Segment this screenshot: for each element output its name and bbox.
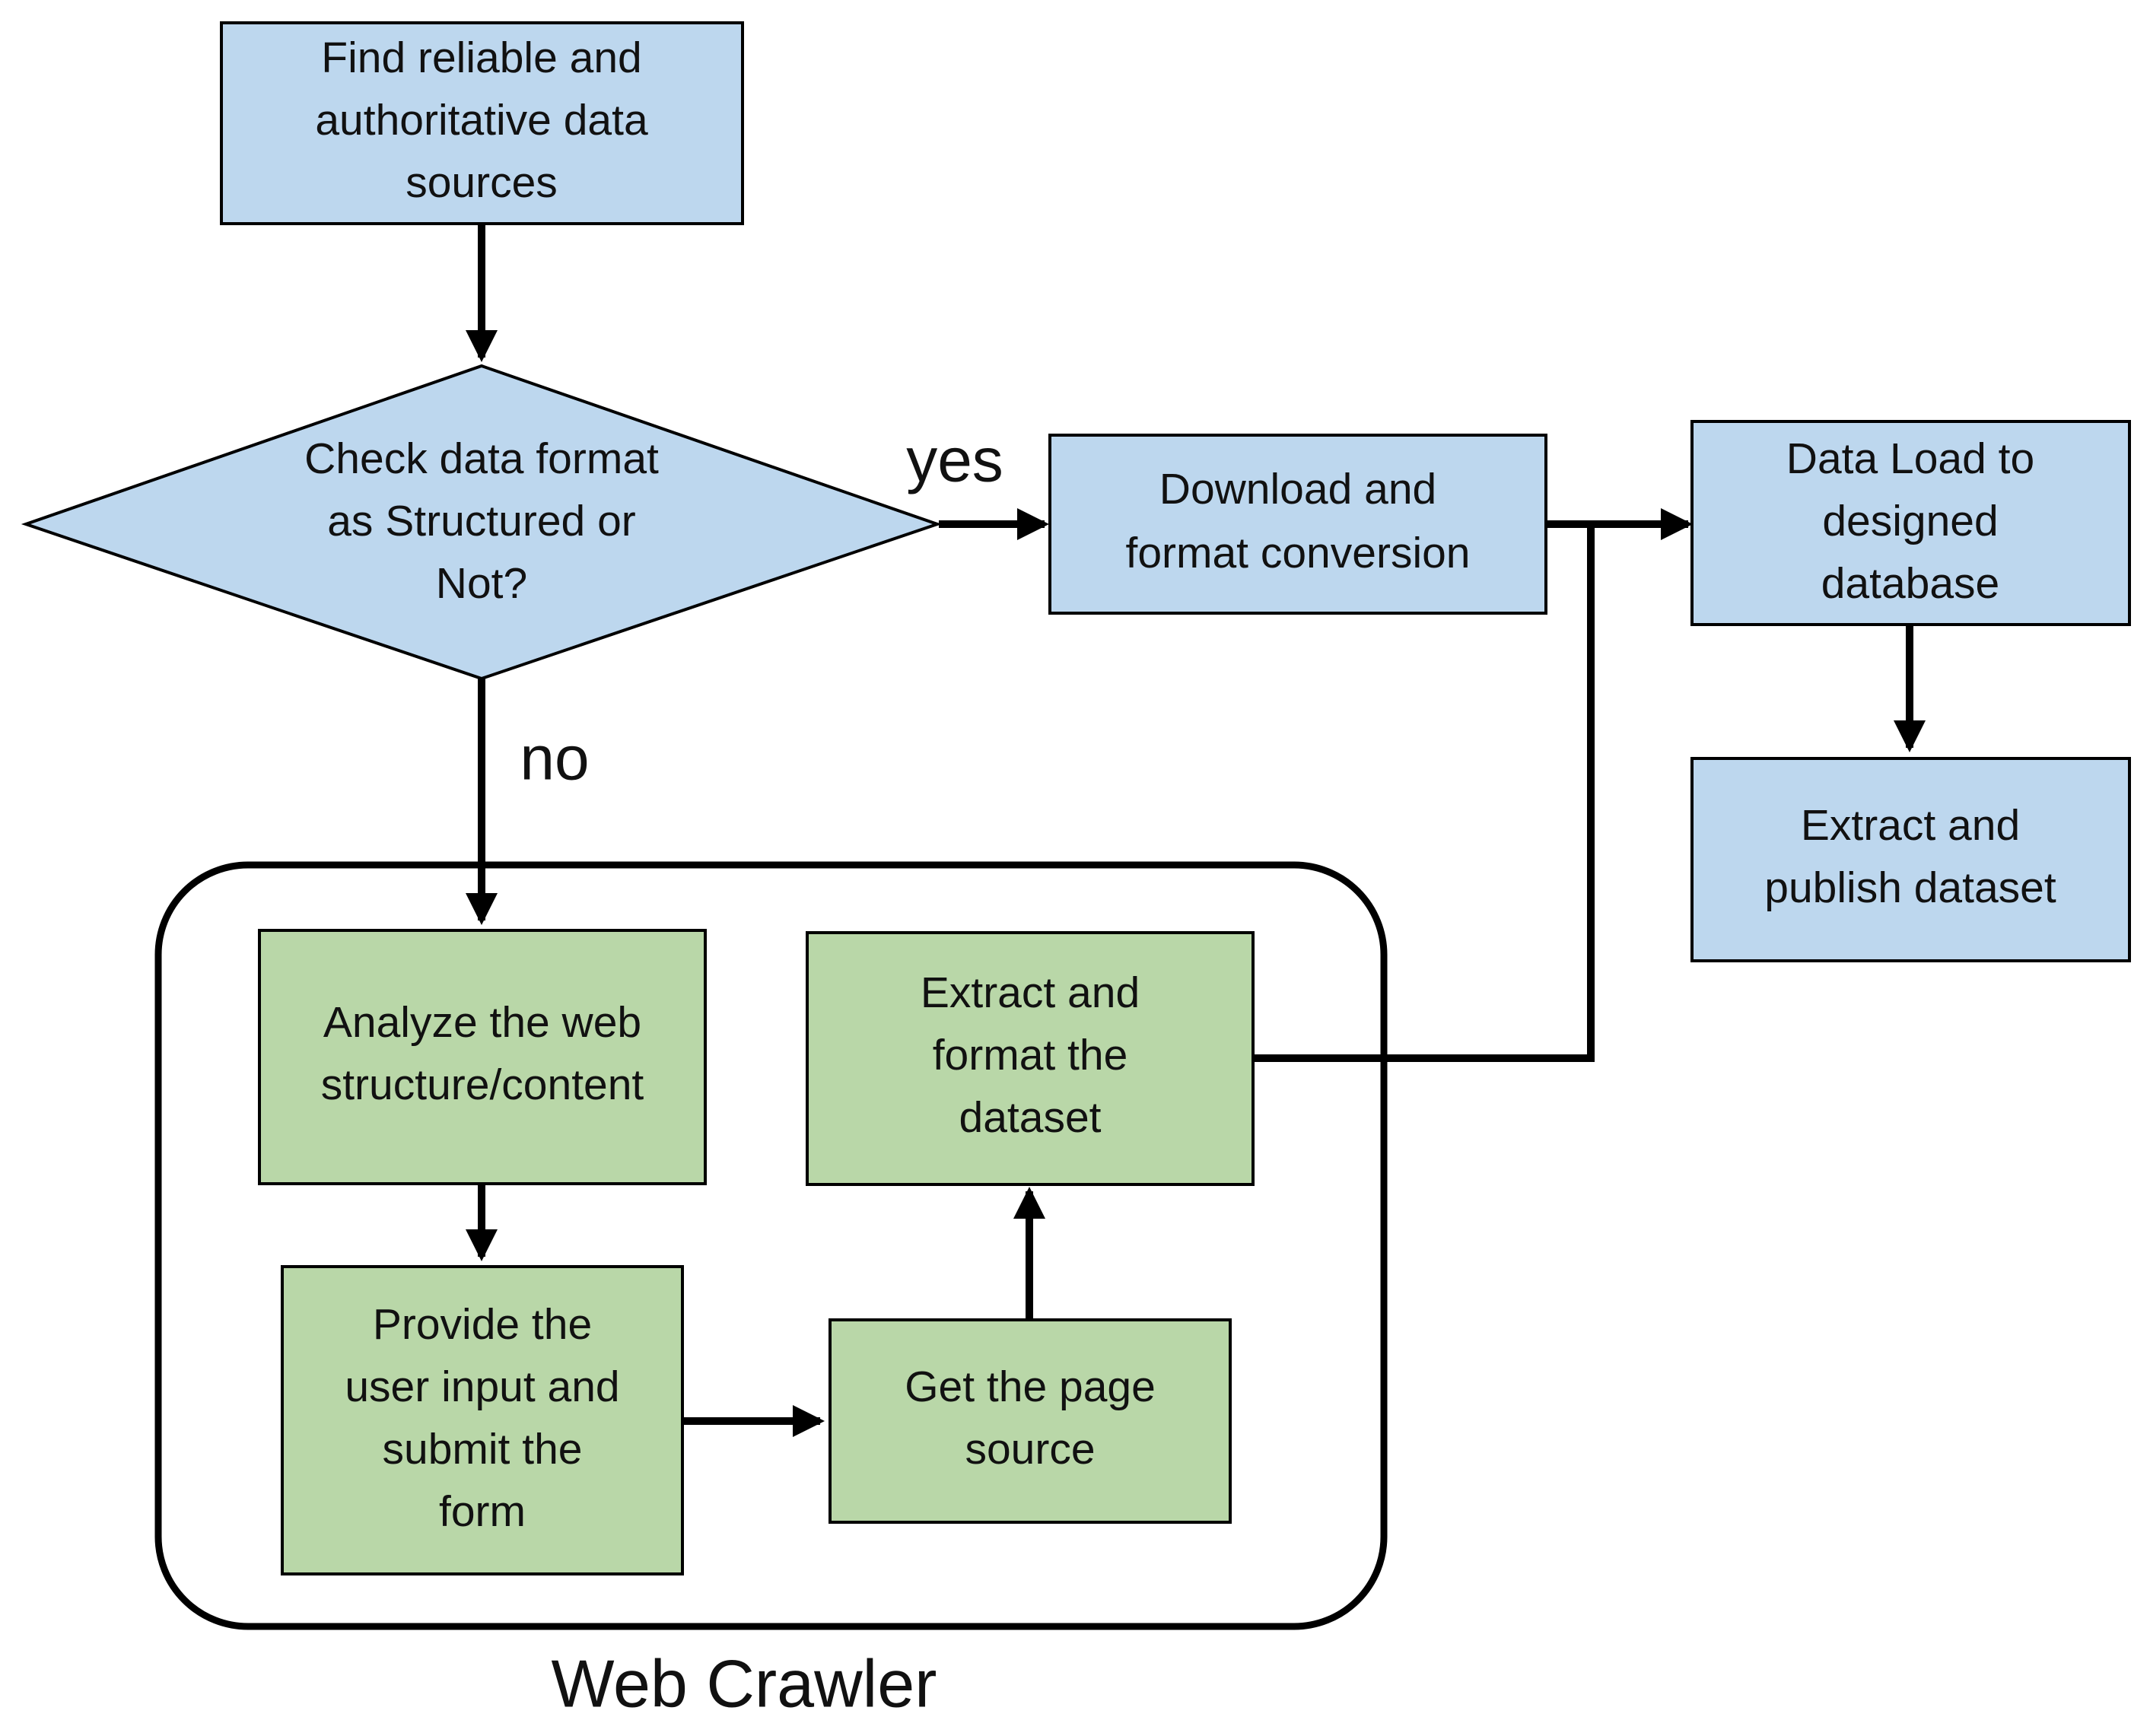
web-crawler-label: Web Crawler [552,1645,937,1721]
extract-format-line-2: format the [933,1031,1128,1079]
data-load-label: Data Load to designed database [1786,434,2034,608]
provide-input-line-3: submit the [383,1425,583,1474]
extract-format-line-1: Extract and [921,968,1140,1017]
provide-input-line-1: Provide the [373,1300,592,1349]
node-extract-publish: Extract and publish dataset [1690,757,2131,962]
check-format-line-3: Not? [436,559,527,608]
analyze-web-line-1: Analyze the web [323,998,641,1047]
node-data-load: Data Load to designed database [1690,420,2131,626]
find-sources-line-1: Find reliable and [321,33,641,82]
connector-extract-format-to-join [1253,524,1595,1062]
provide-input-label: Provide the user input and submit the form [345,1300,619,1536]
provide-input-line-4: form [439,1487,526,1536]
node-download-convert: Download and format conversion [1048,434,1547,615]
node-check-format: Check data format as Structured or Not? [21,364,943,681]
no-label: no [520,724,589,793]
yes-label: yes [906,426,1003,495]
find-sources-line-2: authoritative data [315,96,648,145]
node-analyze-web: Analyze the web structure/content [258,929,707,1185]
extract-format-label: Extract and format the dataset [921,968,1140,1142]
download-convert-line-1: Download and [1159,465,1436,513]
data-load-line-1: Data Load to [1786,434,2034,483]
analyze-web-line-2: structure/content [321,1060,644,1109]
analyze-web-label: Analyze the web structure/content [321,998,644,1109]
get-source-line-1: Get the page [905,1362,1156,1411]
node-get-source: Get the page source [829,1318,1232,1524]
download-convert-label: Download and format conversion [1125,465,1470,577]
download-convert-line-2: format conversion [1125,529,1470,577]
node-find-sources: Find reliable and authoritative data sourc… [220,21,744,225]
find-sources-label: Find reliable and authoritative data sourc… [315,33,648,207]
check-format-line-2: as Structured or [327,497,636,545]
extract-publish-line-1: Extract and [1801,801,2020,850]
extract-format-line-3: dataset [959,1093,1102,1142]
data-load-line-2: designed [1822,497,1998,545]
get-source-label: Get the page source [905,1362,1156,1474]
get-source-line-2: source [965,1425,1095,1474]
extract-publish-label: Extract and publish dataset [1764,801,2056,912]
check-format-label: Check data format as Structured or Not? [304,434,659,608]
provide-input-line-2: user input and [345,1362,619,1411]
node-extract-format: Extract and format the dataset [806,931,1255,1186]
check-format-line-1: Check data format [304,434,659,483]
extract-publish-line-2: publish dataset [1764,863,2056,912]
data-load-line-3: database [1821,559,2000,608]
node-provide-input: Provide the user input and submit the form [281,1265,684,1575]
find-sources-line-3: sources [406,158,558,207]
